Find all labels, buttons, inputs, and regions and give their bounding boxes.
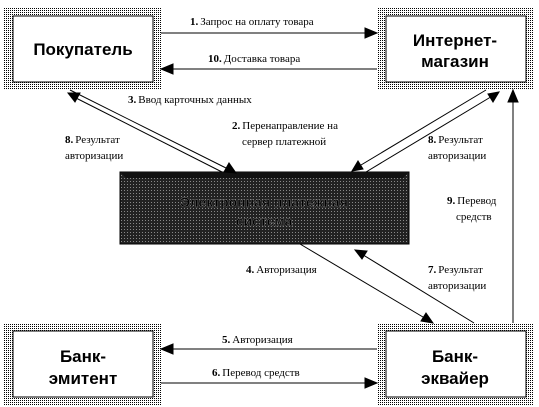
arrow-3-head: [223, 162, 238, 174]
arrow-8-left: [73, 96, 223, 173]
arrow-9-head: [507, 88, 519, 103]
edge-2-label-line1: 2.Перенаправление на: [232, 120, 338, 132]
edge-2-label-line2: сервер платежной: [242, 136, 326, 148]
edge-5-label: 5.Авторизация: [222, 334, 293, 346]
acquirer-label-line2: эквайер: [421, 369, 489, 388]
edge-6-label: 6.Перевод средств: [212, 367, 300, 379]
edge-8-left-label-line2: авторизации: [65, 150, 123, 162]
edge-7-label-line2: авторизации: [428, 280, 486, 292]
arrow-2-head: [351, 160, 364, 172]
arrow-8-left-head: [66, 92, 81, 103]
arrow-7: [359, 252, 475, 324]
issuer-label-line1: Банк-: [60, 347, 106, 366]
arrow-7-head: [353, 249, 368, 260]
edge-4-label: 4.Авторизация: [246, 264, 317, 276]
edge-8-right-label-line2: авторизации: [428, 150, 486, 162]
edge-3-label: 3.Ввод карточных данных: [128, 94, 252, 106]
edge-7-label-line1: 7.Результат: [428, 264, 483, 276]
issuer-label-line2: эмитент: [49, 369, 118, 388]
edge-1-label: 1.Запрос на оплату товара: [190, 16, 314, 28]
payment-system-label-line2: система: [236, 213, 293, 229]
edge-8-left-label-line1: 8.Результат: [65, 134, 120, 146]
payment-system-box: Электронная платежная система: [119, 171, 410, 245]
buyer-label: Покупатель: [33, 40, 132, 59]
shop-box: Интернет- магазин: [377, 8, 534, 90]
acquirer-label-line1: Банк-: [432, 347, 478, 366]
shop-label-line2: магазин: [421, 52, 489, 71]
arrow-8-right: [365, 94, 495, 173]
edge-9-label-line2: средств: [456, 211, 492, 223]
arrow-10-head: [159, 63, 174, 75]
arrow-6-head: [364, 377, 379, 389]
arrow-4-head: [420, 312, 435, 324]
arrow-5-head: [159, 343, 174, 355]
edge-10-label: 10.Доставка товара: [208, 53, 300, 65]
edge-9-label-line1: 9.Перевод: [447, 195, 497, 207]
payment-system-label-line1: Электронная платежная: [180, 194, 348, 210]
acquirer-box: Банк- эквайер: [377, 323, 534, 405]
arrow-3: [69, 89, 233, 172]
edge-8-right-label-line1: 8.Результат: [428, 134, 483, 146]
arrow-1-head: [364, 27, 379, 39]
shop-label-line1: Интернет-: [413, 31, 497, 50]
issuer-box: Банк- эмитент: [4, 323, 161, 405]
arrow-4: [299, 243, 429, 321]
arrow-2: [355, 89, 487, 169]
arrow-8-right-head: [487, 91, 500, 103]
buyer-box: Покупатель: [4, 8, 161, 90]
